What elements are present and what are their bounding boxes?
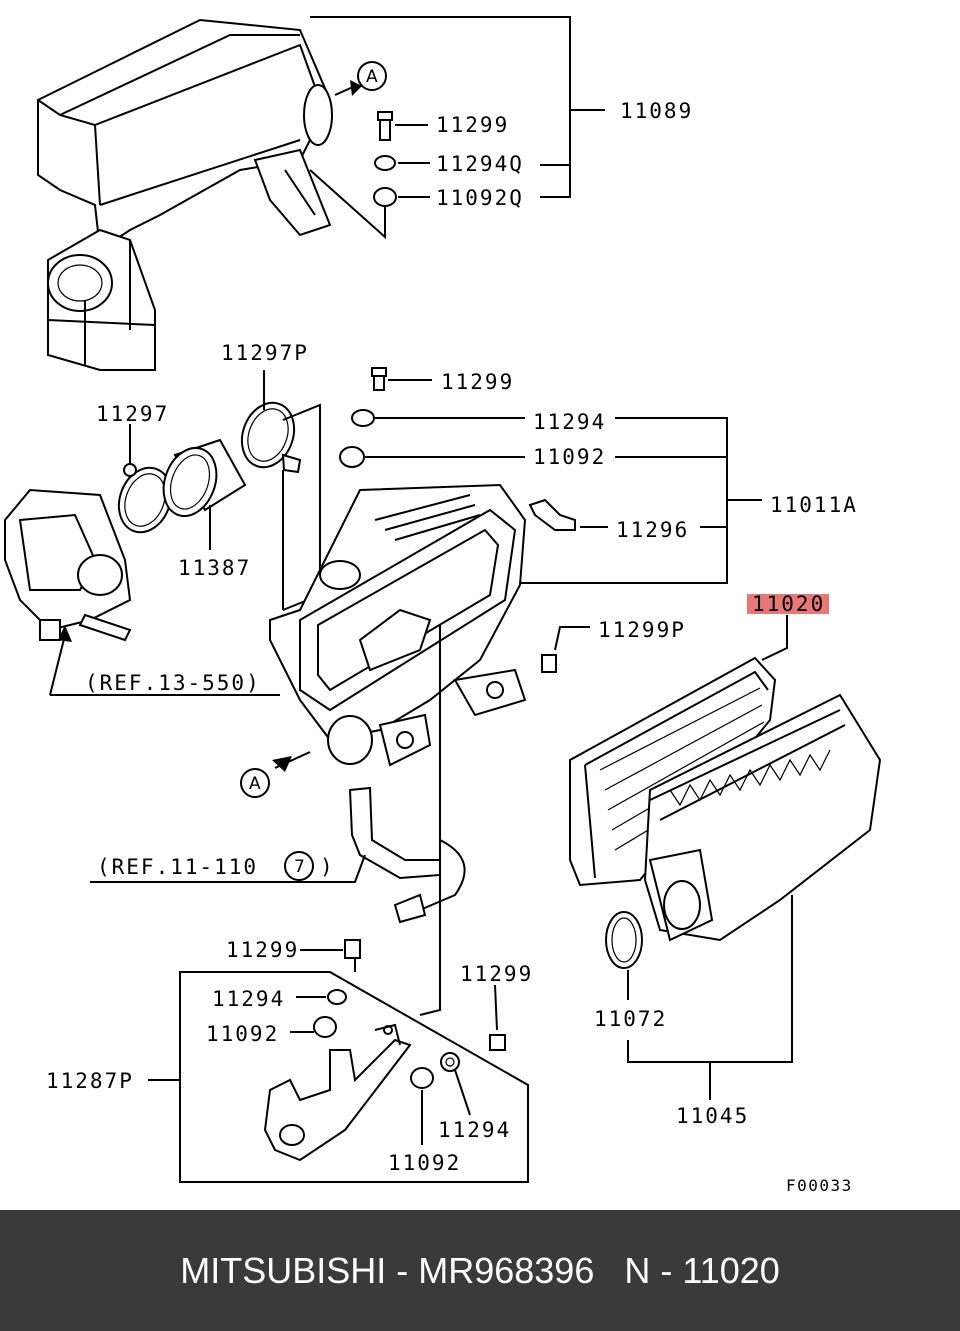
label-11387: 11387 [178,556,251,580]
ref-a-top-label: A [366,67,378,87]
mid-hardware [339,367,762,673]
filter-and-cover-drawing [569,615,882,1100]
bracket-11287p-drawing [148,625,529,1183]
hose-and-clamps-drawing [117,370,321,611]
label-11294-left: 11294 [212,987,285,1011]
label-11297p: 11297P [221,341,309,365]
ref-a-bottom-marker [240,751,311,798]
label-ref-11-110-close: ) [320,855,335,879]
label-11297: 11297 [96,402,169,426]
label-11294q: 11294Q [436,152,524,176]
label-11089: 11089 [620,99,693,123]
label-ref-11-110: (REF.11-110 [97,855,258,879]
ref-a-bottom-label: A [249,774,261,794]
label-ref-13-550: (REF.13-550) [85,671,261,695]
highlight-11020 [747,594,829,614]
label-11092-left: 11092 [206,1022,279,1046]
footer-part-number: MITSUBISHI - MR968396 N - 11020 [180,1249,780,1291]
air-cleaner-case-drawing [269,483,527,767]
label-11020: 11020 [752,592,825,616]
label-11294-right: 11294 [438,1118,511,1142]
label-11296: 11296 [616,518,689,542]
label-11294-mid: 11294 [533,410,606,434]
label-11287p: 11287P [46,1069,134,1093]
label-11299-mid: 11299 [441,370,514,394]
figure-code: F00033 [786,1176,853,1195]
label-11299-lower: 11299 [226,938,299,962]
label-ref-11-110-number: 7 [294,857,305,877]
label-11092-bottom: 11092 [388,1151,461,1175]
label-11072: 11072 [594,1007,667,1031]
label-11299-top: 11299 [436,113,509,137]
label-11299-right: 11299 [460,962,533,986]
parts-diagram: 11089 11299 11294Q 11092Q A 11297P 11297… [4,16,882,1195]
label-11299p: 11299P [598,618,686,642]
label-11092q: 11092Q [436,186,524,210]
throttle-body-drawing [4,488,132,642]
air-intake-duct-drawing [37,18,333,371]
top-leaders [310,16,605,198]
label-11011a: 11011A [770,493,858,517]
ref-13-550-leader [49,625,280,696]
footer-bar: MITSUBISHI - MR968396 N - 11020 [0,1210,960,1331]
top-hardware [309,61,397,240]
label-11045: 11045 [676,1104,749,1128]
label-11092-mid: 11092 [533,445,606,469]
